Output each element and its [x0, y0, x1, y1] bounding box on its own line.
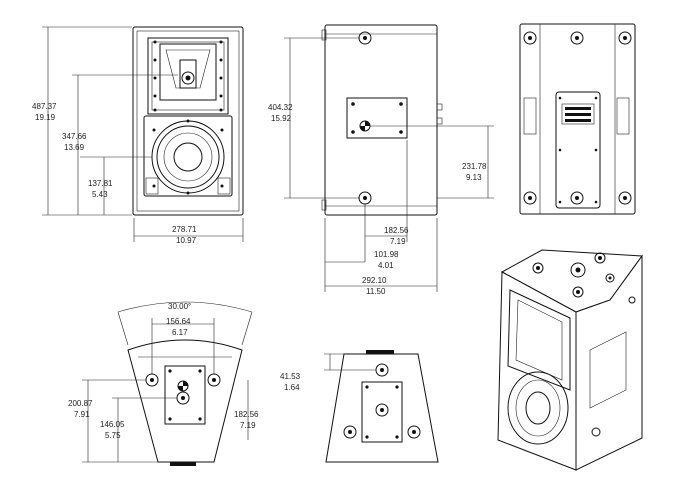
front-width-mm: 278.71 — [172, 225, 197, 234]
front-width-in: 10.97 — [176, 236, 197, 245]
isometric-view — [497, 249, 643, 471]
bottom-view — [325, 350, 439, 463]
top-plate2-mm: 182.56 — [234, 410, 259, 419]
woofer-center-mm: 347.66 — [62, 132, 87, 141]
top-plate-mm: 156.64 — [166, 317, 191, 326]
side-plate-mm: 182.56 — [384, 226, 409, 235]
port-mm: 137.81 — [88, 179, 113, 188]
side-center-in: 4.01 — [378, 261, 394, 270]
front-dimensions: 487.37 19.19 347.66 13.69 137.81 5.43 27… — [32, 26, 244, 245]
side-depth-in: 11.50 — [366, 287, 386, 296]
side-height-in: 15.92 — [271, 114, 292, 123]
port-in: 5.43 — [92, 190, 108, 199]
bottom-offset-in: 1.64 — [284, 383, 300, 392]
top-view — [127, 339, 243, 466]
top-plate-in: 6.17 — [172, 328, 188, 337]
side-mount-mm: 231.78 — [462, 162, 487, 171]
side-dimensions: 404.32 15.92 231.78 9.13 182.56 7.19 101… — [268, 37, 494, 296]
side-mount-in: 9.13 — [466, 173, 482, 182]
top-dimensions: 30.00° 156.64 6.17 200.87 7.91 146.05 5.… — [68, 301, 259, 463]
bottom-dimensions: 41.53 1.64 — [280, 353, 376, 392]
top-center-in: 5.75 — [105, 431, 121, 440]
woofer-center-in: 13.69 — [64, 143, 85, 152]
side-view — [321, 24, 443, 216]
top-depth-mm: 200.87 — [68, 399, 93, 408]
bottom-offset-mm: 41.53 — [280, 372, 301, 381]
front-height-mm: 487.37 — [32, 102, 57, 111]
top-depth-in: 7.91 — [74, 410, 90, 419]
front-view — [80, 26, 244, 216]
side-height-mm: 404.32 — [268, 103, 293, 112]
side-depth-mm: 292.10 — [362, 276, 387, 285]
rear-view — [519, 23, 636, 215]
top-angle: 30.00° — [168, 302, 191, 311]
top-plate2-in: 7.19 — [240, 421, 256, 430]
top-center-mm: 146.05 — [100, 420, 125, 429]
side-center-mm: 101.98 — [374, 250, 399, 259]
front-height-in: 19.19 — [35, 113, 56, 122]
side-plate-in: 7.19 — [390, 237, 406, 246]
